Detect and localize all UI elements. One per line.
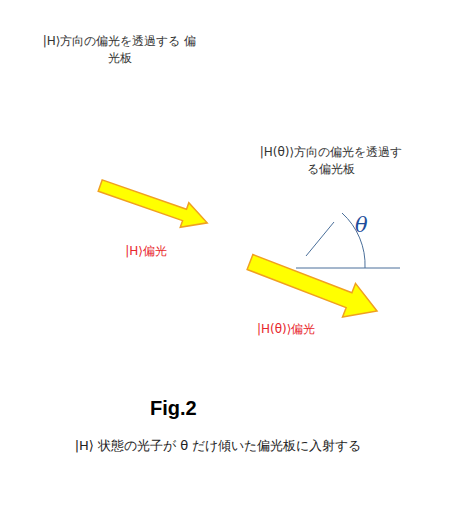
incident-beam: [98, 180, 207, 227]
polarizer-hatching: [197, 187, 299, 379]
polarizer-heading: |H⟩方向の偏光を透過する 偏光板: [37, 33, 202, 67]
polarizer-heading: |H(θ)⟩方向の偏光を透過する偏光板: [258, 144, 404, 178]
polarizer-outline: [196, 186, 300, 380]
tilt-axis: [306, 222, 334, 256]
reference-axis: [296, 268, 400, 269]
figure-caption: |H⟩ 状態の光子が θ だけ傾いた偏光板に入射する: [75, 437, 362, 455]
polarization-label: |H⟩偏光: [125, 243, 167, 260]
figure-title: Fig.2: [150, 397, 197, 420]
transmitted-beam: [247, 255, 377, 317]
polarizer-plate: |H(θ)⟩方向の偏光を透過する偏光板: [196, 186, 300, 380]
polarizer-hatching: [66, 91, 174, 284]
angle-symbol: θ: [355, 213, 368, 237]
polarization-label: |H(θ)⟩偏光: [257, 321, 315, 338]
